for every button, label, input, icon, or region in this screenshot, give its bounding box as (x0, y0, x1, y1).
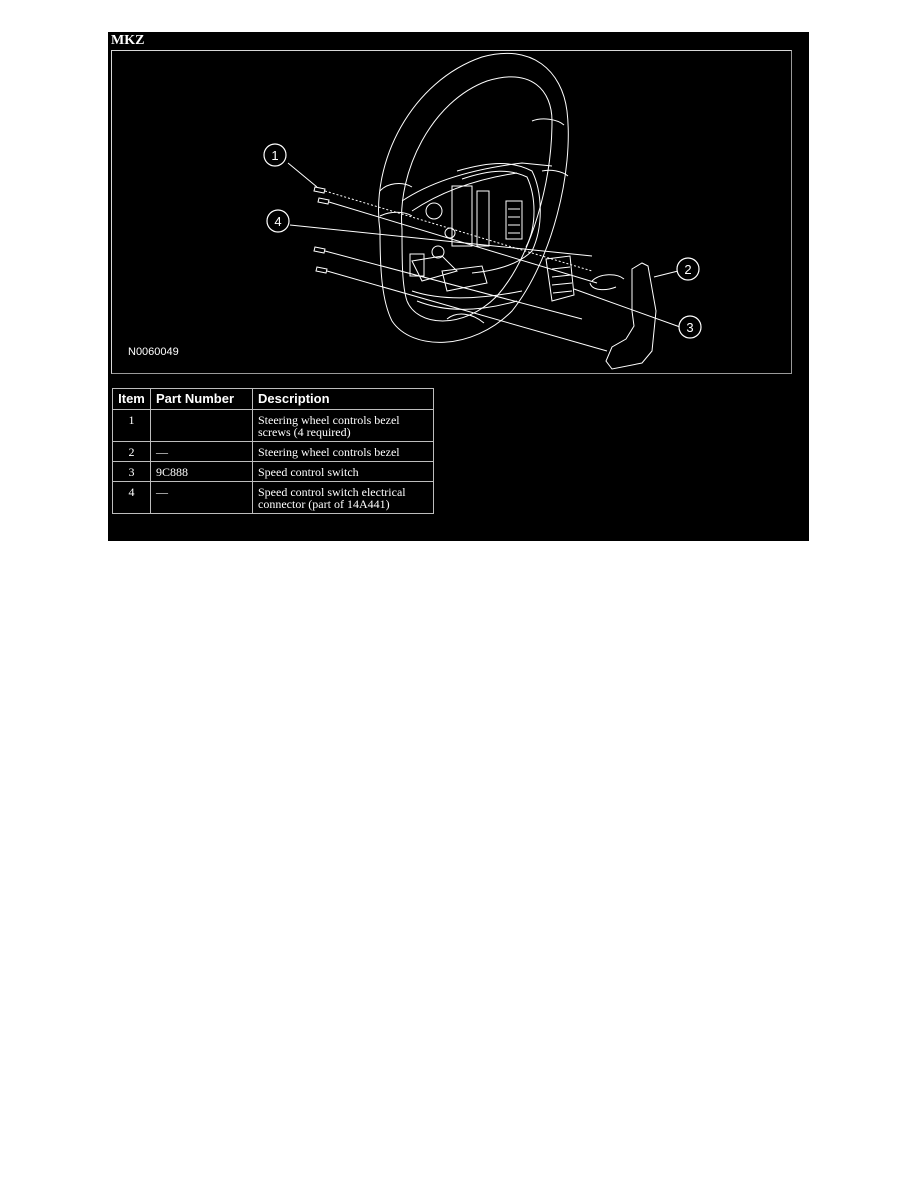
exploded-view-diagram: 1 4 2 3 N0060049 (111, 50, 792, 374)
header-description: Description (252, 388, 434, 410)
table-row: 2 — Steering wheel controls bezel (112, 441, 434, 462)
header-item: Item (112, 388, 151, 410)
table-row: 1 Steering wheel controls bezel screws (… (112, 409, 434, 442)
svg-text:2: 2 (684, 262, 691, 277)
row-part-number: 9C888 (150, 461, 253, 482)
table-row: 3 9C888 Speed control switch (112, 461, 434, 482)
row-description: Steering wheel controls bezel screws (4 … (252, 409, 434, 442)
steering-wheel-illustration: 1 4 2 3 (263, 52, 702, 370)
svg-text:3: 3 (686, 320, 693, 335)
row-part-number: — (150, 481, 253, 514)
header-part-number: Part Number (150, 388, 253, 410)
row-item: 1 (112, 409, 151, 442)
row-item: 4 (112, 481, 151, 514)
row-description: Speed control switch (252, 461, 434, 482)
figure-identifier: N0060049 (128, 346, 179, 358)
parts-table: Item Part Number Description 1 Steering … (112, 388, 434, 514)
vehicle-model-title: MKZ (111, 33, 145, 48)
table-row: 4 — Speed control switch electrical conn… (112, 481, 434, 514)
row-part-number: — (150, 441, 253, 462)
callout-bubbles (263, 143, 702, 339)
row-part-number (150, 409, 253, 442)
svg-text:1: 1 (271, 148, 278, 163)
row-description: Speed control switch electrical connecto… (252, 481, 434, 514)
svg-text:4: 4 (274, 214, 281, 229)
row-item: 3 (112, 461, 151, 482)
figure-panel: MKZ (108, 32, 809, 541)
row-description: Steering wheel controls bezel (252, 441, 434, 462)
table-header-row: Item Part Number Description (112, 388, 434, 410)
row-item: 2 (112, 441, 151, 462)
